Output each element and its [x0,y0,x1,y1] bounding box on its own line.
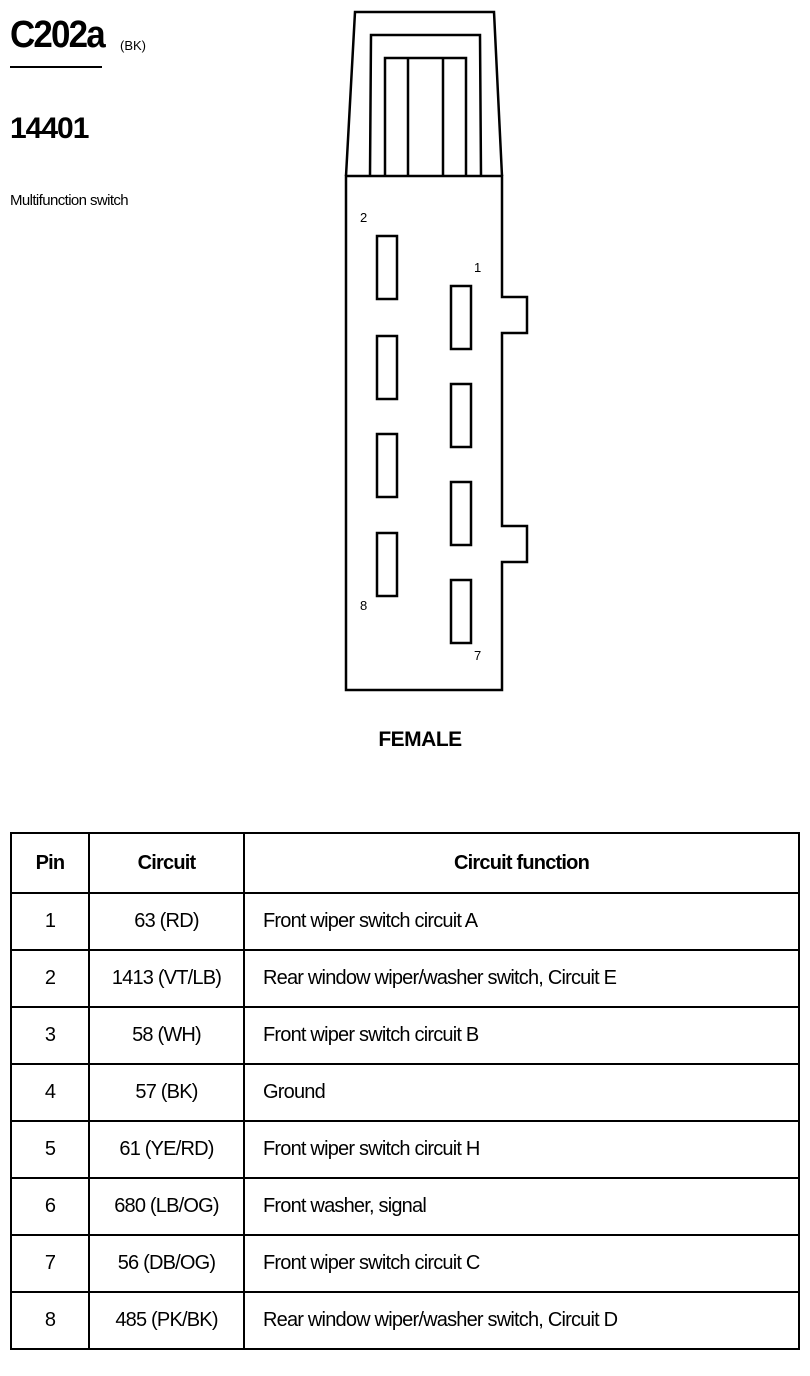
connector-color: (BK) [120,38,146,53]
cavity-1 [449,284,473,351]
function-cell: Rear window wiper/washer switch, Circuit… [243,949,800,1008]
part-number: 14401 [10,112,89,145]
table-row: 4 57 (BK) Ground [10,1063,800,1122]
function-cell: Front wiper switch circuit A [243,892,800,951]
function-cell: Rear window wiper/washer switch, Circuit… [243,1291,800,1350]
pin-label-2: 2 [360,210,367,225]
pin-cell: 6 [10,1177,90,1236]
connector-face-diagram: 2 1 8 7 [344,10,529,692]
function-cell: Front wiper switch circuit H [243,1120,800,1179]
header-circuit-function: Circuit function [243,832,800,894]
function-cell: Front wiper switch circuit C [243,1234,800,1293]
pinout-table: Pin Circuit Circuit function 1 63 (RD) F… [10,832,800,1350]
cavity-2 [375,234,399,301]
connector-gender-label: FEMALE [378,728,462,751]
cavity-7 [449,578,473,645]
function-cell: Ground [243,1063,800,1122]
table-row: 3 58 (WH) Front wiper switch circuit B [10,1006,800,1065]
table-row: 6 680 (LB/OG) Front washer, signal [10,1177,800,1236]
function-cell: Front washer, signal [243,1177,800,1236]
cavity-4 [375,334,399,401]
latch-inner [368,33,483,177]
header-circuit: Circuit [88,832,245,894]
pin-cell: 1 [10,892,90,951]
header-pin: Pin [10,832,90,894]
cavity-3 [449,382,473,449]
latch-outer [344,10,504,177]
circuit-cell: 1413 (VT/LB) [88,949,245,1008]
pin-cell: 5 [10,1120,90,1179]
circuit-cell: 61 (YE/RD) [88,1120,245,1179]
pin-cell: 7 [10,1234,90,1293]
circuit-cell: 63 (RD) [88,892,245,951]
latch-ramp [383,56,468,176]
cavity-8 [375,531,399,598]
circuit-cell: 58 (WH) [88,1006,245,1065]
pin-cell: 2 [10,949,90,1008]
circuit-cell: 680 (LB/OG) [88,1177,245,1236]
component-name: Multifunction switch [10,192,129,209]
function-cell: Front wiper switch circuit B [243,1006,800,1065]
connector-body [344,174,529,692]
pin-label-7: 7 [474,648,481,663]
table-row: 5 61 (YE/RD) Front wiper switch circuit … [10,1120,800,1179]
circuit-cell: 57 (BK) [88,1063,245,1122]
table-row: 8 485 (PK/BK) Rear window wiper/washer s… [10,1291,800,1350]
pin-label-1: 1 [474,260,481,275]
table-row: 7 56 (DB/OG) Front wiper switch circuit … [10,1234,800,1293]
pin-cell: 4 [10,1063,90,1122]
circuit-cell: 56 (DB/OG) [88,1234,245,1293]
table-header-row: Pin Circuit Circuit function [10,832,800,894]
cavity-6 [375,432,399,499]
table-row: 2 1413 (VT/LB) Rear window wiper/washer … [10,949,800,1008]
circuit-cell: 485 (PK/BK) [88,1291,245,1350]
pin-label-8: 8 [360,598,367,613]
connector-id: C202a [10,14,106,56]
pin-cell: 8 [10,1291,90,1350]
pin-cell: 3 [10,1006,90,1065]
table-row: 1 63 (RD) Front wiper switch circuit A [10,892,800,951]
cavity-5 [449,480,473,547]
title-underline [10,66,102,68]
